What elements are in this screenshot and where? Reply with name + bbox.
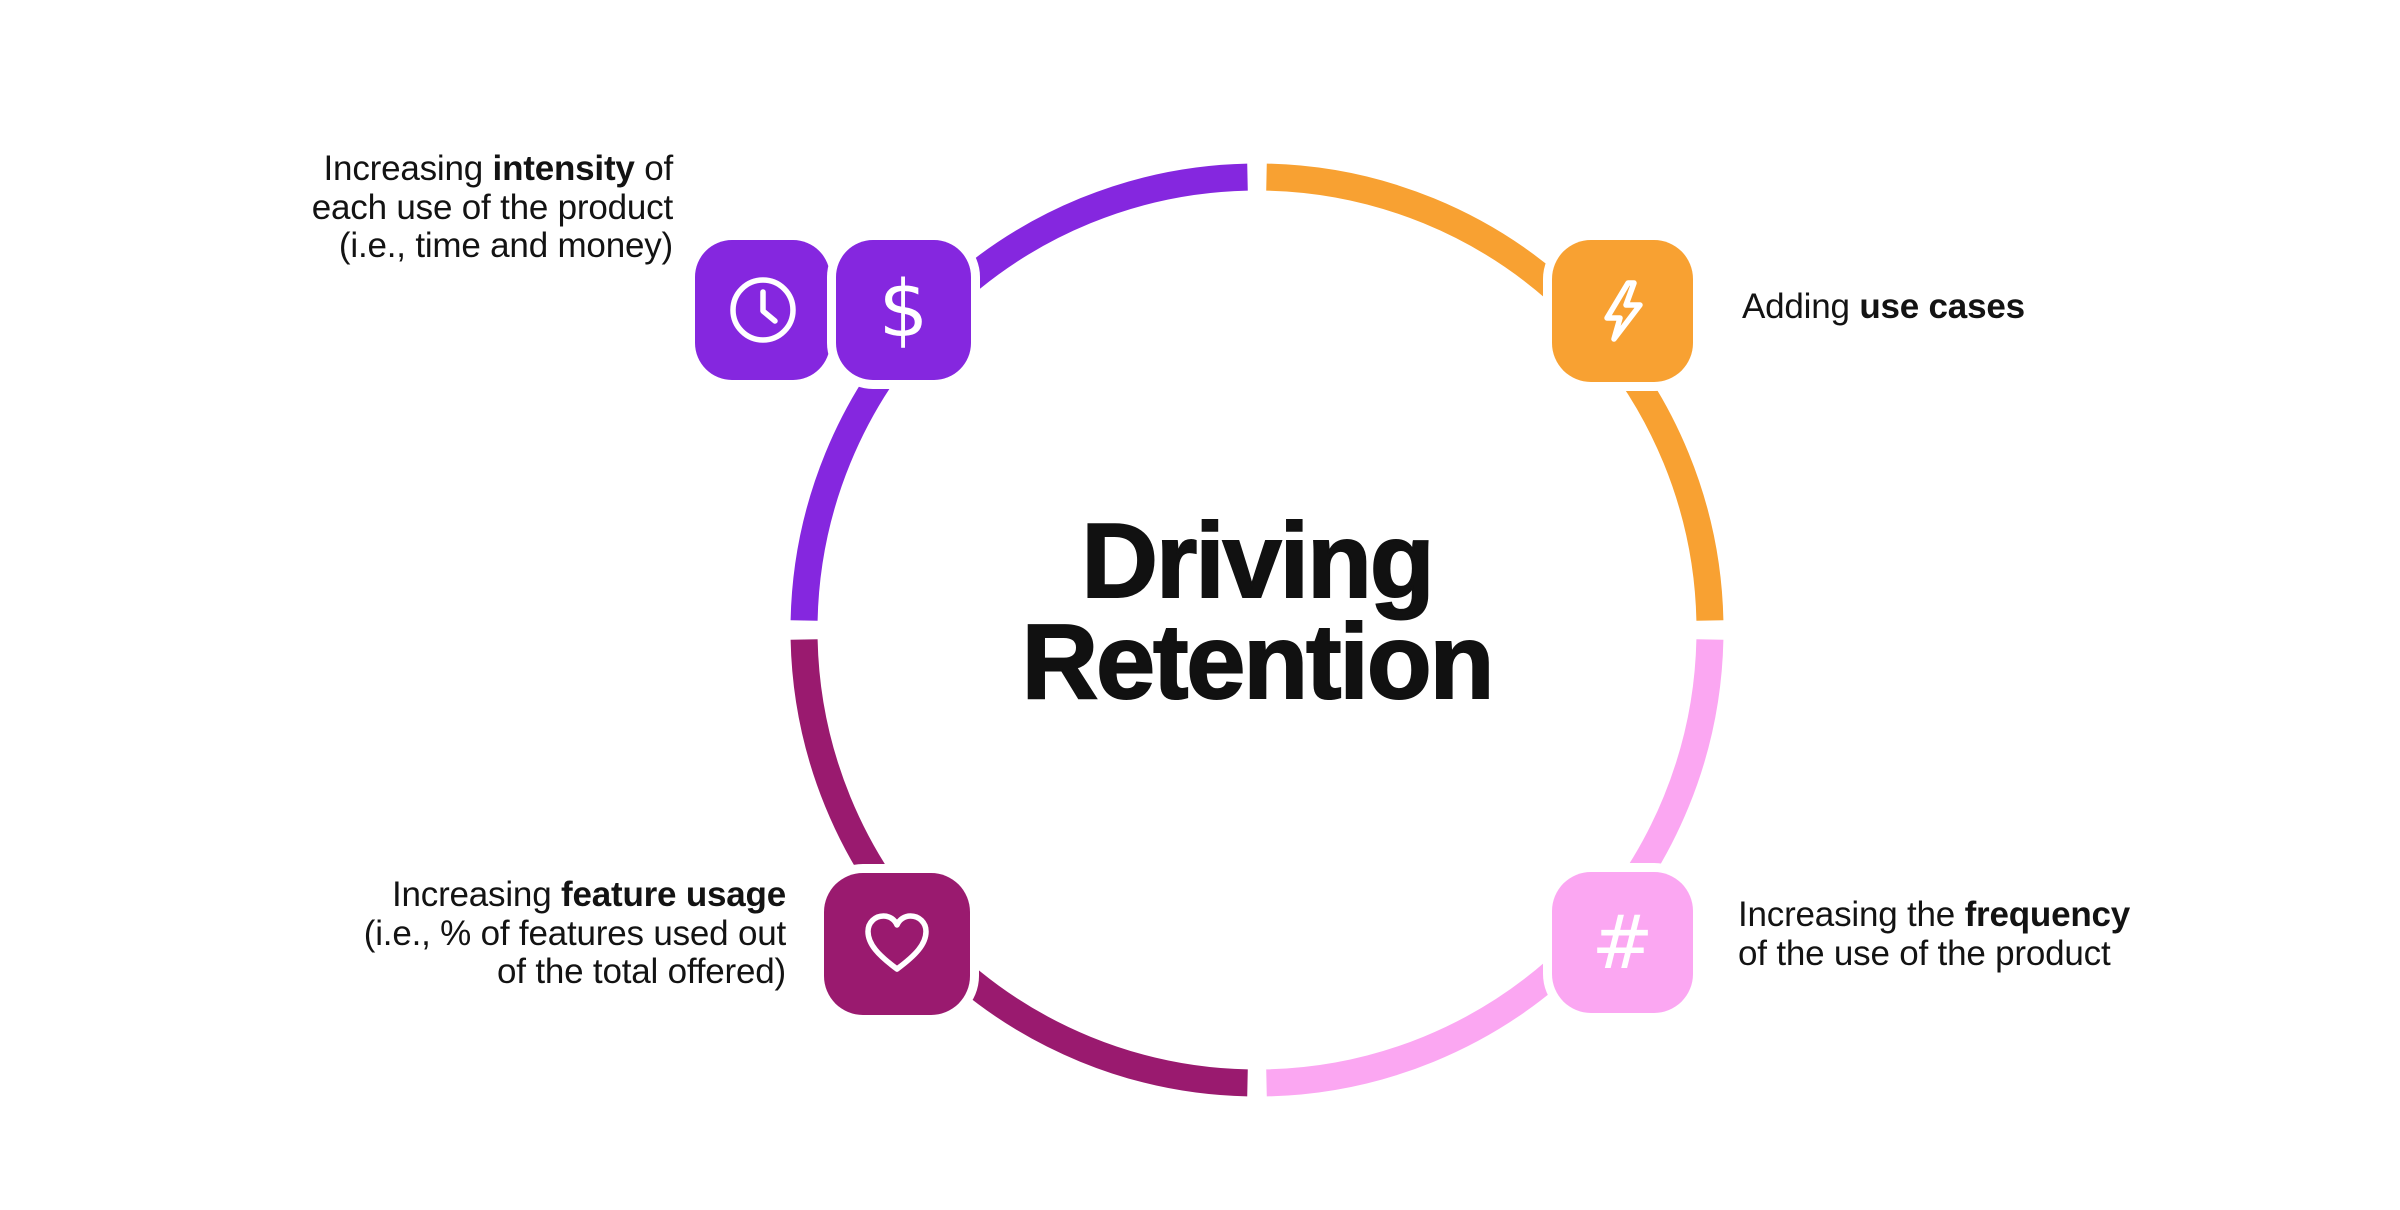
intensity-label-line-3: (i.e., time and money) — [338, 226, 673, 265]
feature-usage-label-line-2: (i.e., % of features used out — [363, 913, 786, 953]
feature-usage-badge — [824, 873, 970, 1015]
use-cases-label-line-1: Adding use cases — [1742, 287, 2025, 326]
intensity-label: Increasing intensity of each use of the … — [311, 149, 674, 266]
intensity-dollar-badge: $ — [836, 240, 971, 380]
frequency-label-line-2: of the use of the product — [1738, 933, 2111, 973]
feature-usage-label: Increasing feature usage (i.e., % of fea… — [363, 875, 786, 992]
use-cases-label: Adding use cases — [1742, 287, 2025, 327]
frequency-label-line-1: Increasing the frequency — [1738, 895, 2131, 934]
heart-icon — [861, 910, 933, 978]
title-line-2: Retention — [1021, 603, 1496, 721]
page-title: Driving Retention — [1021, 502, 1496, 721]
feature-usage-label-line-1: Increasing feature usage — [391, 875, 786, 914]
frequency-badge: # — [1552, 872, 1693, 1013]
intensity-label-line-2: each use of the product — [311, 187, 673, 227]
dollar-icon: $ — [878, 265, 929, 355]
clock-icon — [727, 274, 799, 346]
use-cases-badge — [1552, 240, 1693, 382]
lightning-icon — [1587, 275, 1659, 347]
intensity-label-line-1: Increasing intensity of — [323, 149, 674, 188]
frequency-label: Increasing the frequency of the use of t… — [1738, 895, 2131, 973]
intensity-clock-badge — [695, 240, 830, 380]
title-line-1: Driving — [1080, 502, 1435, 620]
feature-usage-label-line-3: of the total offered) — [497, 952, 786, 991]
hash-icon: # — [1591, 899, 1654, 986]
